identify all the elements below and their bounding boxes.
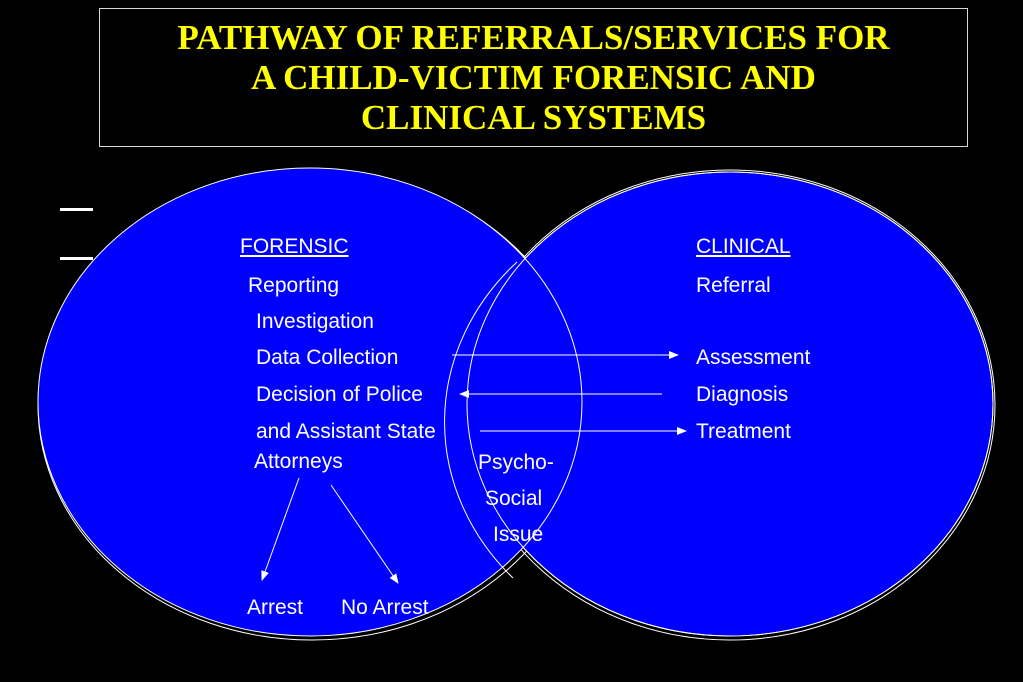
forensic-data-collection: Data Collection [256,346,399,369]
outcome-no-arrest: No Arrest [341,596,429,619]
forensic-investigation: Investigation [256,310,374,333]
title-box: PATHWAY OF REFERRALS/SERVICES FOR A CHIL… [99,8,968,147]
forensic-circle [37,167,583,637]
clinical-circle-overlap-edge [444,261,518,579]
clinical-circle-edge [466,171,994,637]
forensic-attorneys: Attorneys [254,450,343,473]
title-line-1: PATHWAY OF REFERRALS/SERVICES FOR [177,17,890,57]
clinical-diagnosis: Diagnosis [696,383,789,406]
overlap-issue: Issue [493,523,544,546]
forensic-decision: Decision of Police [256,383,423,406]
bullet-dash-1 [60,208,93,211]
forensic-reporting: Reporting [248,274,340,297]
title-line-3: CLINICAL SYSTEMS [360,97,707,137]
outcome-arrest: Arrest [247,596,304,619]
clinical-referral: Referral [696,274,771,297]
overlap-psycho: Psycho- [478,451,554,474]
clinical-treatment: Treatment [696,420,791,443]
title-line-2: A CHILD-VICTIM FORENSIC AND [251,57,816,97]
overlap-social: Social [485,487,543,510]
arrow-to-no-arrest [330,484,399,584]
clinical-assessment: Assessment [696,346,811,369]
forensic-and-asa: and Assistant State [256,420,436,443]
arrow-to-arrest [261,477,300,581]
clinical-header: CLINICAL [696,235,791,258]
bullet-dash-2 [60,257,93,260]
forensic-header: FORENSIC [240,235,349,258]
